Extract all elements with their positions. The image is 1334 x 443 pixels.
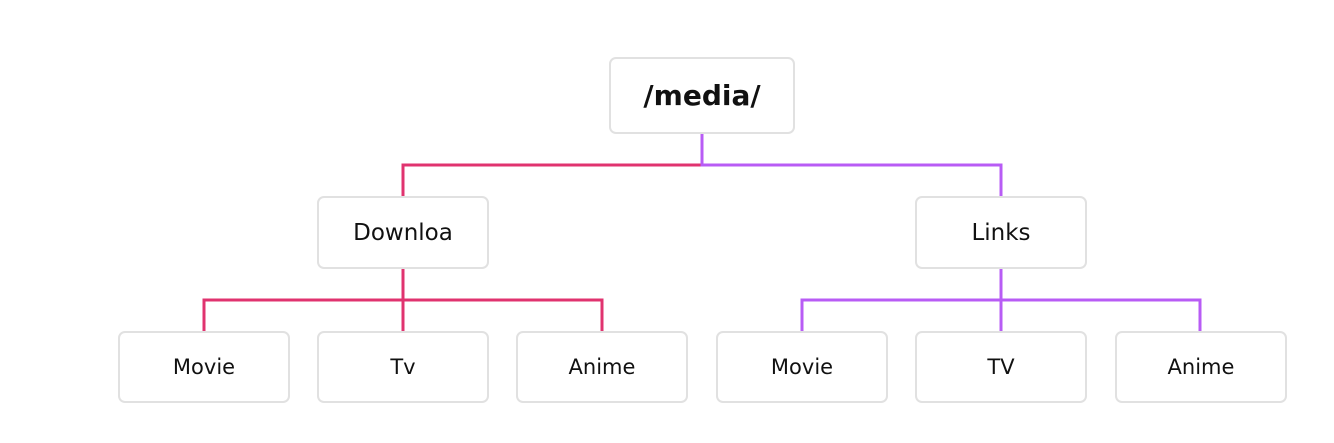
connector-root-to-downloads bbox=[401, 134, 704, 196]
node-links-anime-label: Anime bbox=[1167, 355, 1235, 379]
node-downloads-anime: Anime bbox=[516, 331, 688, 403]
node-links-tv: TV bbox=[915, 331, 1087, 403]
node-downloads-movie: Movie bbox=[118, 331, 290, 403]
node-downloads: Downloa bbox=[317, 196, 489, 269]
node-links-tv-label: TV bbox=[987, 355, 1015, 379]
connector-downloads-children bbox=[202, 298, 604, 331]
connector-links-children bbox=[800, 298, 1202, 331]
node-downloads-tv: Tv bbox=[317, 331, 489, 403]
node-downloads-movie-label: Movie bbox=[172, 355, 236, 379]
node-root-media: /media/ bbox=[609, 57, 795, 134]
node-downloads-label: Downloa bbox=[353, 219, 453, 246]
node-root-label: /media/ bbox=[643, 79, 761, 112]
node-links-movie-label: Movie bbox=[770, 355, 834, 379]
connector-root-to-links bbox=[700, 134, 1003, 196]
node-links: Links bbox=[915, 196, 1087, 269]
node-links-movie: Movie bbox=[716, 331, 888, 403]
node-downloads-anime-label: Anime bbox=[568, 355, 636, 379]
node-links-label: Links bbox=[971, 219, 1031, 246]
node-downloads-tv-label: Tv bbox=[390, 355, 416, 379]
node-links-anime: Anime bbox=[1115, 331, 1287, 403]
